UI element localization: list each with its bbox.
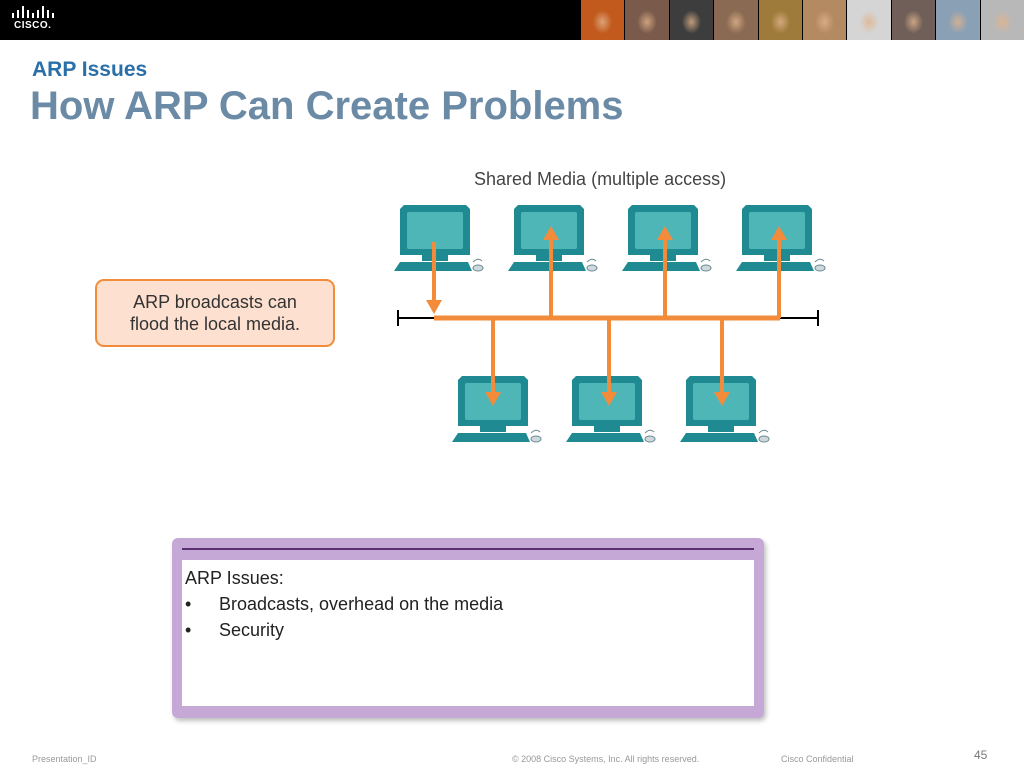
callout-text: ARP broadcasts can flood the local media… — [130, 291, 300, 335]
keyboard — [622, 262, 700, 271]
keyboard — [508, 262, 586, 271]
mouse-cable — [586, 258, 597, 263]
mouse-cable — [472, 258, 483, 263]
arrow-down-icon — [426, 300, 442, 314]
callout-box: ARP broadcasts can flood the local media… — [95, 279, 335, 347]
header-photo — [803, 0, 847, 40]
list-item: • Broadcasts, overhead on the media — [185, 591, 754, 617]
issues-list: • Broadcasts, overhead on the media • Se… — [185, 591, 754, 643]
issues-heading: ARP Issues: — [185, 568, 284, 588]
header-photo — [581, 0, 625, 40]
keyboard — [736, 262, 814, 271]
bullet-icon: • — [185, 620, 192, 640]
header-photo — [891, 0, 936, 40]
slide-subtitle: ARP Issues — [32, 58, 148, 81]
diagram-content — [394, 205, 826, 443]
page-number: 45 — [974, 748, 988, 762]
monitor-stand — [480, 426, 506, 432]
list-item: • Security — [185, 617, 754, 643]
mouse-icon — [530, 435, 542, 443]
mouse-cable — [644, 429, 655, 434]
mouse-cable — [530, 429, 541, 434]
monitor-stand — [594, 426, 620, 432]
issue-text: Security — [219, 620, 285, 640]
computer-icon — [680, 376, 770, 443]
issues-panel: ARP Issues: • Broadcasts, overhead on th… — [182, 560, 754, 706]
monitor-screen — [407, 212, 463, 249]
arrow-up-icon — [771, 226, 787, 240]
arrow-up-icon — [657, 226, 673, 240]
mouse-icon — [472, 264, 484, 272]
bullet-icon: • — [185, 594, 192, 614]
footer-copyright: © 2008 Cisco Systems, Inc. All rights re… — [512, 754, 700, 764]
person-photo-icon — [581, 0, 625, 40]
header-photo — [758, 0, 803, 40]
issues-divider — [182, 548, 754, 550]
callout-line-2: flood the local media. — [129, 314, 301, 334]
header-photo — [980, 0, 1024, 40]
person-photo-icon — [936, 0, 980, 40]
issues-box: ARP Issues: • Broadcasts, overhead on th… — [172, 538, 764, 718]
arrow-down-icon — [714, 392, 730, 406]
footer-presentation-id: Presentation_ID — [32, 754, 97, 764]
cisco-logo: CISCO. — [10, 6, 62, 34]
shared-media-diagram: Shared Media (multiple access) — [394, 169, 826, 443]
slide-title: How ARP Can Create Problems — [30, 84, 624, 128]
mouse-icon — [758, 435, 770, 443]
header-photo — [625, 0, 669, 40]
computer-icon — [394, 205, 484, 272]
header-bar: CISCO. — [0, 0, 1024, 40]
mouse-icon — [586, 264, 598, 272]
person-photo-icon — [847, 0, 891, 40]
person-photo-icon — [891, 0, 936, 40]
mouse-cable — [700, 258, 711, 263]
mouse-icon — [644, 435, 656, 443]
media-label: Shared Media (multiple access) — [474, 169, 726, 189]
person-photo-icon — [669, 0, 714, 40]
footer-confidential: Cisco Confidential — [781, 754, 854, 764]
cisco-bars-icon — [12, 6, 54, 18]
arrow-up-icon — [543, 226, 559, 240]
photo-strip — [580, 0, 1024, 40]
keyboard — [452, 433, 530, 442]
mouse-icon — [700, 264, 712, 272]
keyboard — [680, 433, 758, 442]
person-photo-icon — [758, 0, 803, 40]
mouse-icon — [814, 264, 826, 272]
arrow-down-icon — [485, 392, 501, 406]
arrow-down-icon — [601, 392, 617, 406]
logo-text: CISCO. — [14, 20, 52, 31]
header-photo — [714, 0, 758, 40]
header-photo — [669, 0, 714, 40]
person-photo-icon — [714, 0, 758, 40]
monitor-stand — [708, 426, 734, 432]
callout-line-1: ARP broadcasts can — [133, 292, 297, 312]
computer-icon — [452, 376, 542, 443]
keyboard — [566, 433, 644, 442]
person-photo-icon — [625, 0, 669, 40]
mouse-cable — [814, 258, 825, 263]
mouse-cable — [758, 429, 769, 434]
header-photo — [936, 0, 980, 40]
person-photo-icon — [803, 0, 847, 40]
issue-text: Broadcasts, overhead on the media — [219, 594, 504, 614]
header-photo — [847, 0, 891, 40]
person-photo-icon — [980, 0, 1024, 40]
